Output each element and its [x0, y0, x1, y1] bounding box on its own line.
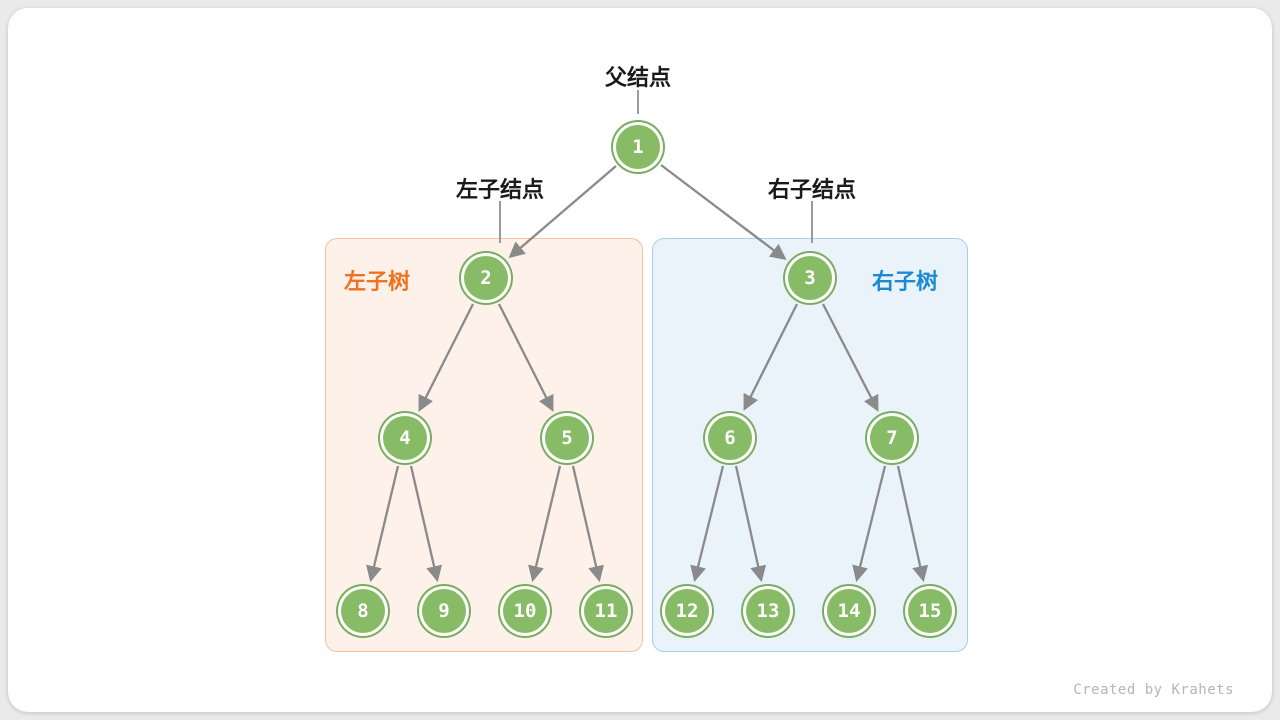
parent-node-label: 父结点 [604, 65, 672, 90]
tree-node-14: 14 [827, 589, 871, 633]
tree-node-4: 4 [383, 416, 427, 460]
tree-node-6: 6 [708, 416, 752, 460]
tree-node-15: 15 [908, 589, 952, 633]
tree-node-13: 13 [746, 589, 790, 633]
watermark: Created by Krahets [1073, 682, 1234, 698]
tree-node-11: 11 [584, 589, 628, 633]
left-subtree-box [325, 238, 643, 652]
left-subtree-label: 左子树 [344, 269, 411, 294]
right-subtree-label: 右子树 [872, 269, 939, 294]
tree-node-1: 1 [616, 125, 660, 169]
tree-node-7: 7 [870, 416, 914, 460]
tree-node-8: 8 [341, 589, 385, 633]
right-subtree-box [652, 238, 968, 652]
tree-node-2: 2 [464, 256, 508, 300]
tree-node-9: 9 [422, 589, 466, 633]
left-child-node-label: 左子结点 [455, 177, 545, 202]
right-child-node-label: 右子结点 [767, 177, 857, 202]
tree-node-5: 5 [545, 416, 589, 460]
tree-node-3: 3 [788, 256, 832, 300]
tree-node-10: 10 [503, 589, 547, 633]
tree-node-12: 12 [665, 589, 709, 633]
